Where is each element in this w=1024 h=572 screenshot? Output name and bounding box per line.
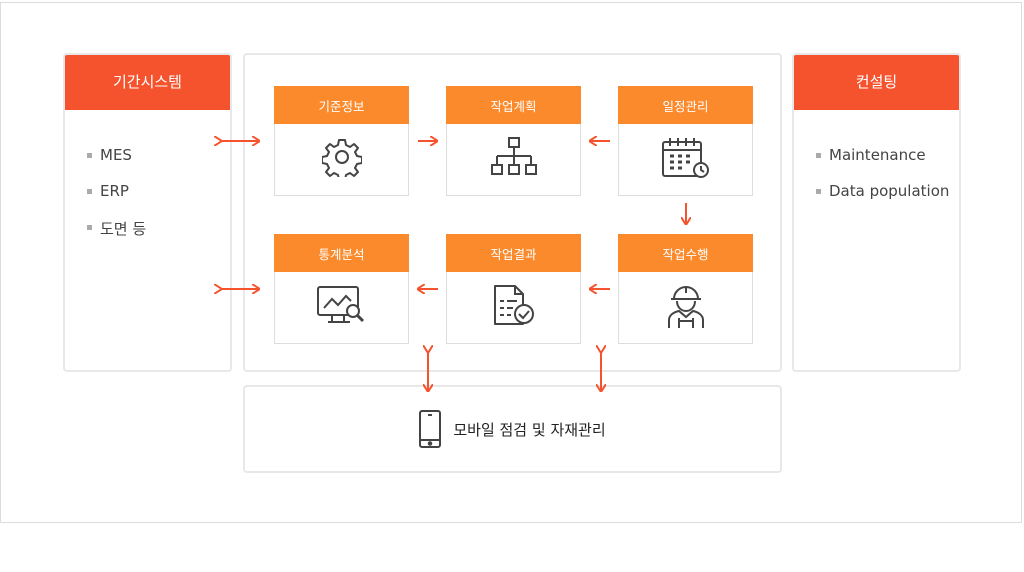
calendar-icon xyxy=(619,137,752,181)
list-item: Maintenance xyxy=(816,146,959,182)
list-item: MES xyxy=(87,146,230,182)
analytics-monitor-icon xyxy=(275,285,408,325)
consulting-list: Maintenance Data population xyxy=(794,110,959,218)
bullet-icon xyxy=(816,153,821,158)
mobile-label: 모바일 점검 및 자재관리 xyxy=(453,420,606,439)
card-work-execution: 작업수행 xyxy=(618,234,753,344)
card-work-plan: 작업계획 xyxy=(446,86,581,196)
card-title: 기준정보 xyxy=(274,86,409,124)
card-statistics: 통계분석 xyxy=(274,234,409,344)
process-panel xyxy=(243,53,782,372)
bullet-icon xyxy=(87,189,92,194)
card-title: 작업수행 xyxy=(618,234,753,272)
gear-icon xyxy=(275,137,408,177)
legacy-systems-panel: 기간시스템 MES ERP 도면 등 xyxy=(63,53,232,372)
consulting-title: 컨설팅 xyxy=(794,55,959,110)
card-title: 작업결과 xyxy=(446,234,581,272)
bullet-icon xyxy=(87,225,92,230)
mobile-management-box: 모바일 점검 및 자재관리 xyxy=(243,385,782,473)
card-schedule: 일정관리 xyxy=(618,86,753,196)
card-title: 작업계획 xyxy=(446,86,581,124)
card-title: 일정관리 xyxy=(618,86,753,124)
hierarchy-icon xyxy=(447,137,580,179)
bullet-icon xyxy=(87,153,92,158)
smartphone-icon xyxy=(419,410,442,448)
bullet-icon xyxy=(816,189,821,194)
card-base-info: 기준정보 xyxy=(274,86,409,196)
legacy-systems-list: MES ERP 도면 등 xyxy=(65,110,230,254)
consulting-panel: 컨설팅 Maintenance Data population xyxy=(792,53,961,372)
legacy-systems-title: 기간시스템 xyxy=(65,55,230,110)
list-item: 도면 등 xyxy=(87,218,230,254)
card-title: 통계분석 xyxy=(274,234,409,272)
document-check-icon xyxy=(447,285,580,327)
diagram-frame xyxy=(0,2,1022,523)
worker-icon xyxy=(619,285,752,329)
list-item: ERP xyxy=(87,182,230,218)
list-item: Data population xyxy=(816,182,959,218)
card-work-result: 작업결과 xyxy=(446,234,581,344)
